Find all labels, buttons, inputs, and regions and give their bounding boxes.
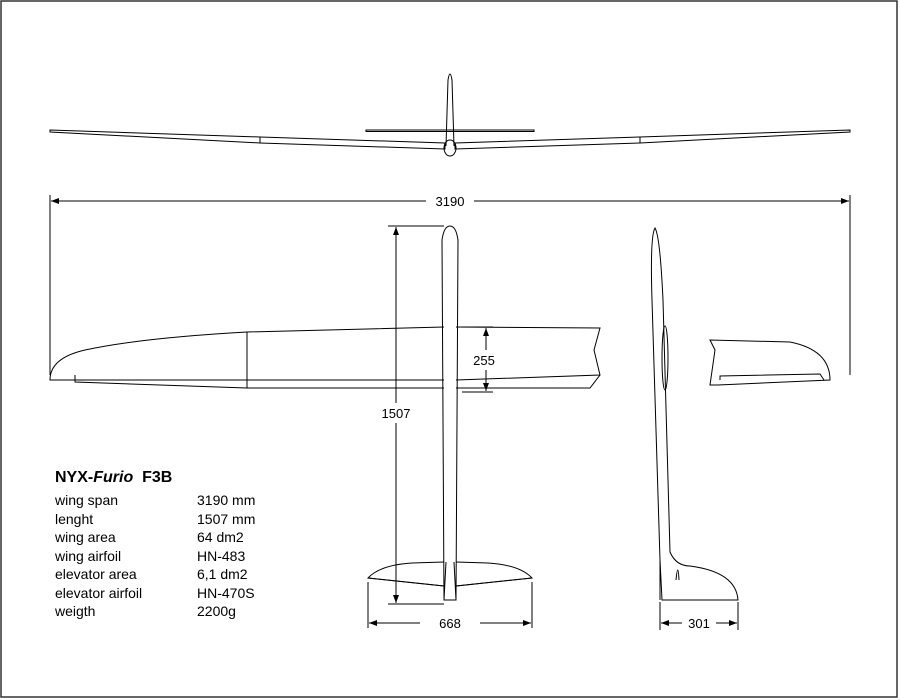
model-title: NYX-Furio F3B xyxy=(55,468,255,488)
spec-label: elevator area xyxy=(55,566,137,582)
model-name: Furio xyxy=(93,469,134,486)
top-view-stabilizer xyxy=(366,561,534,587)
side-view-aileron xyxy=(719,373,825,381)
spec-label: wing span xyxy=(55,492,119,508)
top-view-wing-left xyxy=(49,326,445,381)
chord-dimension xyxy=(462,326,493,393)
top-view xyxy=(49,225,601,601)
side-view-right-wing-cut xyxy=(709,339,831,386)
top-view-aileron xyxy=(74,375,444,389)
top-view-fuselage xyxy=(441,225,459,601)
spec-value: HN-483 xyxy=(197,547,246,564)
side-view-rudder-line xyxy=(675,569,680,581)
spec-row: wing span 3190 mm xyxy=(55,491,255,510)
spec-row: elevator airfoil HN-470S xyxy=(55,584,255,603)
front-view-stabilizer xyxy=(365,129,535,132)
stabilizer-span-label: 668 xyxy=(439,616,461,631)
front-view-fin xyxy=(445,73,455,147)
stabilizer-span-dimension xyxy=(367,582,533,628)
spec-row: lenght 1507 mm xyxy=(55,510,255,529)
spec-label: wing area xyxy=(55,529,116,545)
spec-value: HN-470S xyxy=(197,584,255,601)
spec-row: wing airfoil HN-483 xyxy=(55,547,255,566)
spec-value: 3190 mm xyxy=(197,492,256,508)
top-view-wing-right-cut xyxy=(455,326,601,381)
length-dimension xyxy=(388,225,444,605)
model-class: F3B xyxy=(142,469,173,486)
spec-value: 1507 mm xyxy=(197,510,256,527)
span-dimension xyxy=(49,195,851,375)
chord-label: 255 xyxy=(473,353,495,368)
spec-label: wing airfoil xyxy=(55,547,122,564)
front-view-right-wing xyxy=(454,129,851,150)
front-view-left-wing xyxy=(49,129,446,150)
spec-label: lenght xyxy=(55,510,94,527)
side-view-fuselage-fin xyxy=(650,227,739,601)
spec-value: 2200g xyxy=(197,603,236,619)
span-label: 3190 xyxy=(436,194,465,209)
spec-table: NYX-Furio F3B wing span 3190 mm lenght 1… xyxy=(55,468,255,621)
model-prefix: NYX- xyxy=(55,469,94,486)
spec-row: weigth 2200g xyxy=(55,602,255,621)
spec-row: elevator area 6,1 dm2 xyxy=(55,565,255,584)
length-label: 1507 xyxy=(382,406,411,421)
fin-width-dimension xyxy=(659,602,739,630)
spec-label: weigth xyxy=(55,603,96,619)
fin-width-label: 301 xyxy=(688,616,710,631)
front-view-fuselage xyxy=(443,139,457,157)
spec-label: elevator airfoil xyxy=(55,584,143,601)
spec-value: 64 dm2 xyxy=(197,529,244,545)
front-view xyxy=(49,73,851,157)
side-view xyxy=(650,227,831,601)
spec-row: wing area 64 dm2 xyxy=(55,528,255,547)
side-view-wing-section xyxy=(661,325,669,391)
spec-value: 6,1 dm2 xyxy=(197,566,248,582)
